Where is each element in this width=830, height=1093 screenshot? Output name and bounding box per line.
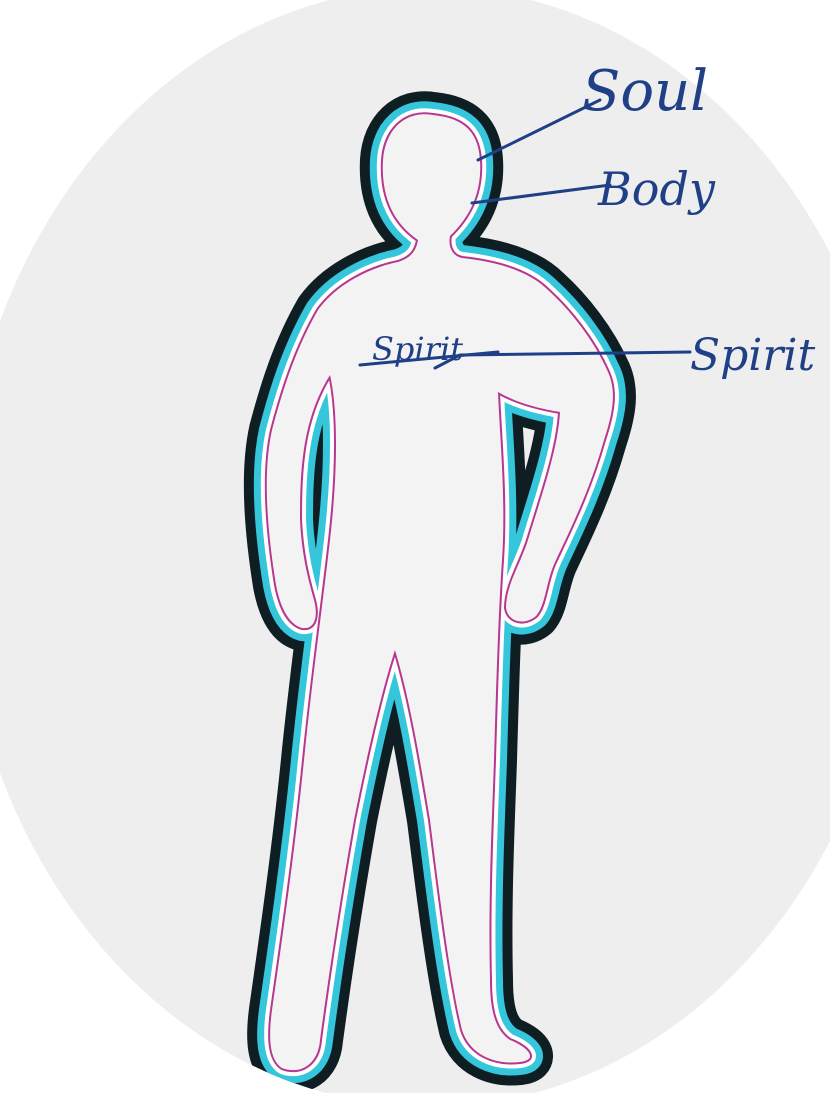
spirit-outer-label: Spirit [690,330,815,381]
spirit-inner-label: Spirit [372,330,463,368]
soul-label: Soul [582,59,708,124]
body-label: Body [597,162,716,216]
